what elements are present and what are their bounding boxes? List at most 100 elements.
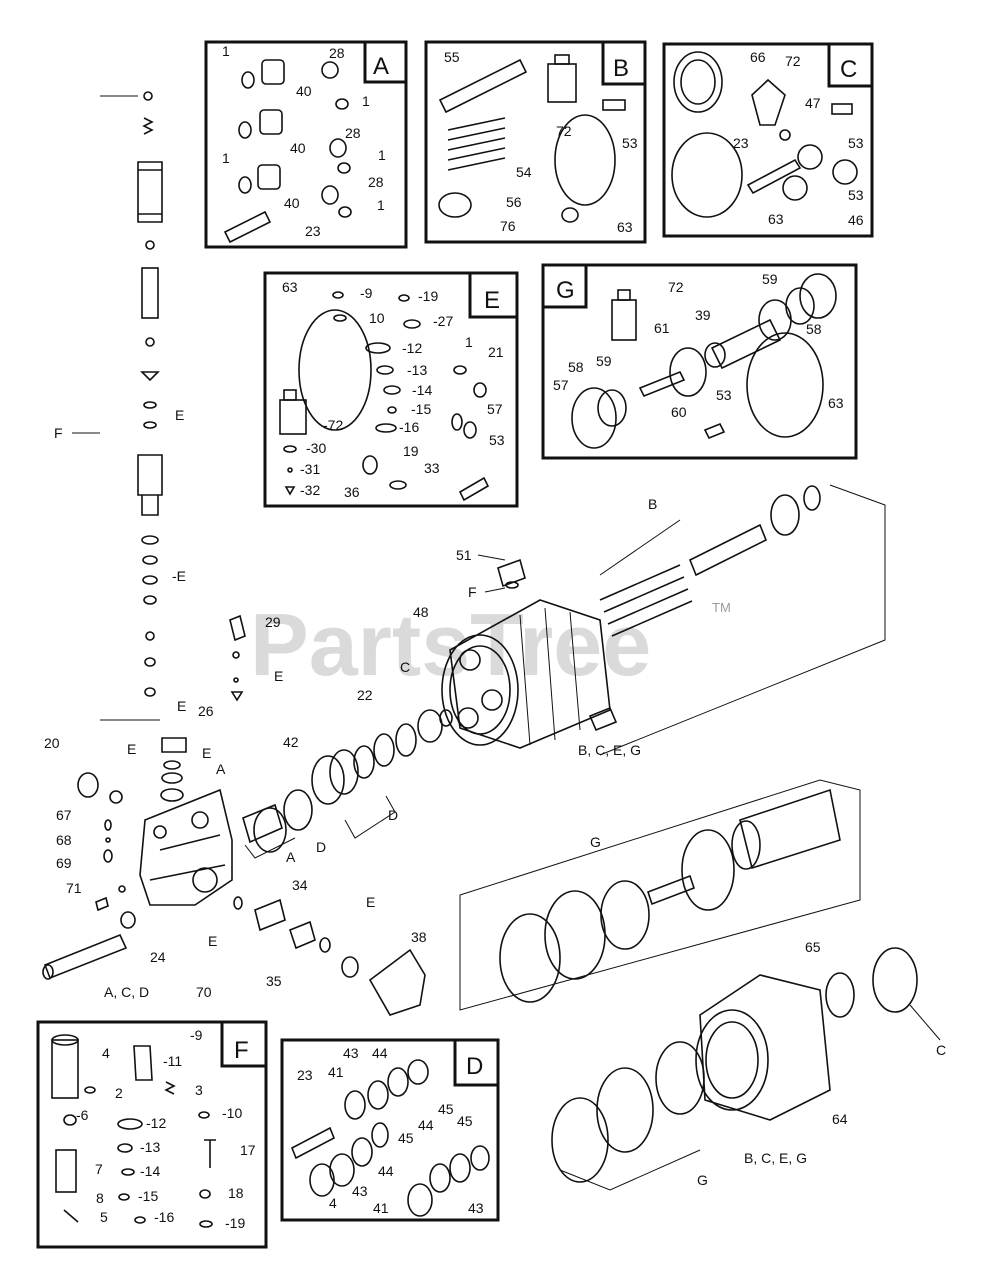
head-label: E [274,668,283,684]
kit-box-g: G 72 59 39 61 59 58 58 57 60 53 63 [541,263,858,460]
head-label: E [366,894,375,910]
plunger-assembly [599,484,886,756]
kit-d-parts [290,1059,490,1217]
kit-f-label: 2 [115,1085,123,1101]
kit-g-label: 58 [806,321,822,337]
kit-f-label: 7 [95,1161,103,1177]
kit-f-label: 8 [96,1190,104,1206]
kit-e-label: -14 [412,382,432,398]
kit-letter-a: A [373,53,389,80]
pump-label: 51 [456,547,472,563]
kit-d-label: 43 [468,1200,484,1216]
kit-e-label: -72 [323,417,343,433]
kit-letter-b: B [613,55,629,82]
kit-e-label: -16 [399,419,419,435]
kit-g-label: 59 [762,271,778,287]
kit-e-label: 63 [282,279,298,295]
kit-f-label: -19 [225,1215,245,1231]
head-label: 29 [265,614,281,630]
kit-d-label: 43 [352,1183,368,1199]
kit-f-label: -6 [76,1107,89,1123]
kit-c-label: 63 [768,211,784,227]
kit-b-label: 56 [506,194,522,210]
kit-g-parts [571,273,837,449]
kit-b-label: 72 [556,123,572,139]
piston-assembly [459,779,861,1011]
kit-b-label: 53 [622,135,638,151]
head-label: 68 [56,832,72,848]
kit-e-label: -12 [402,340,422,356]
kit-e-label: 53 [489,432,505,448]
pump-label: B, C, E, G [578,742,641,758]
kit-f-label: 5 [100,1209,108,1225]
stack-label: E [175,407,184,423]
head-label: 35 [266,973,282,989]
kit-a-label: 40 [290,140,306,156]
head-label: 69 [56,855,72,871]
kit-f-label: -11 [163,1053,182,1069]
kit-box-a: A 1 40 28 1 40 28 1 1 40 28 1 23 [204,40,408,249]
kit-a-label: 1 [222,150,230,166]
head-label: E [202,745,211,761]
pump-label: F [468,584,477,600]
kit-e-label: 57 [487,401,503,417]
kit-f-label: -12 [146,1115,166,1131]
kit-f-label: -10 [222,1105,242,1121]
kit-g-label: 61 [654,320,670,336]
head-label: A [286,849,296,865]
kit-b-label: 76 [500,218,516,234]
kit-e-label: -15 [411,401,431,417]
kit-letter-f: F [234,1037,249,1064]
kit-e-label: -19 [418,288,438,304]
pump-head-manifold [42,614,426,1016]
kit-d-label: 45 [398,1130,414,1146]
kit-g-label: 53 [716,387,732,403]
kit-e-parts [279,291,490,502]
kit-e-label: 36 [344,484,360,500]
kit-d-label: 44 [418,1117,434,1133]
kit-f-label: 3 [195,1082,203,1098]
kit-f-label: 4 [102,1045,110,1061]
kit-e-label: -31 [300,461,320,477]
kit-e-label: -32 [300,482,320,498]
kit-box-d: D 43 44 23 41 45 45 44 4 43 44 45 41 43 [280,1038,500,1222]
kit-d-label: 23 [297,1067,313,1083]
kit-b-parts [438,54,626,223]
kit-e-label: -30 [306,440,326,456]
stack-label: E [177,698,186,714]
kit-c-label: 53 [848,187,864,203]
kit-d-label: 41 [328,1064,344,1080]
head-label: 24 [150,949,166,965]
kit-letter-c: C [840,56,857,83]
head-label: D [388,807,398,823]
kit-e-label: 33 [424,460,440,476]
crankcase-label: 65 [805,939,821,955]
kit-letter-g: G [556,277,575,304]
kit-g-label: 72 [668,279,684,295]
kit-c-label: 53 [848,135,864,151]
kit-a-label: 23 [305,223,321,239]
kit-d-label: 44 [372,1045,388,1061]
kit-f-label: -16 [154,1209,174,1225]
head-label: 71 [66,880,82,896]
kit-g-label: 58 [568,359,584,375]
kit-c-label: 46 [848,212,864,228]
piston-label: G [590,834,601,850]
head-label: 42 [283,734,299,750]
kit-c-label: 66 [750,49,766,65]
kit-g-label: 39 [695,307,711,323]
unloader-stack [72,91,163,721]
kit-a-label: 1 [377,197,385,213]
stack-label: -E [172,568,186,584]
kit-e-label: 1 [465,334,473,350]
head-label: 34 [292,877,308,893]
crankcase-label: C [936,1042,946,1058]
kit-c-label: 23 [733,135,749,151]
kit-c-label: 72 [785,53,801,69]
crankcase-label: G [697,1172,708,1188]
pump-label: B [648,496,657,512]
kit-box-e: E 63 -9 -19 10 - [263,271,519,508]
kit-e-label: -9 [360,285,373,301]
head-label: A, C, D [104,984,149,1000]
